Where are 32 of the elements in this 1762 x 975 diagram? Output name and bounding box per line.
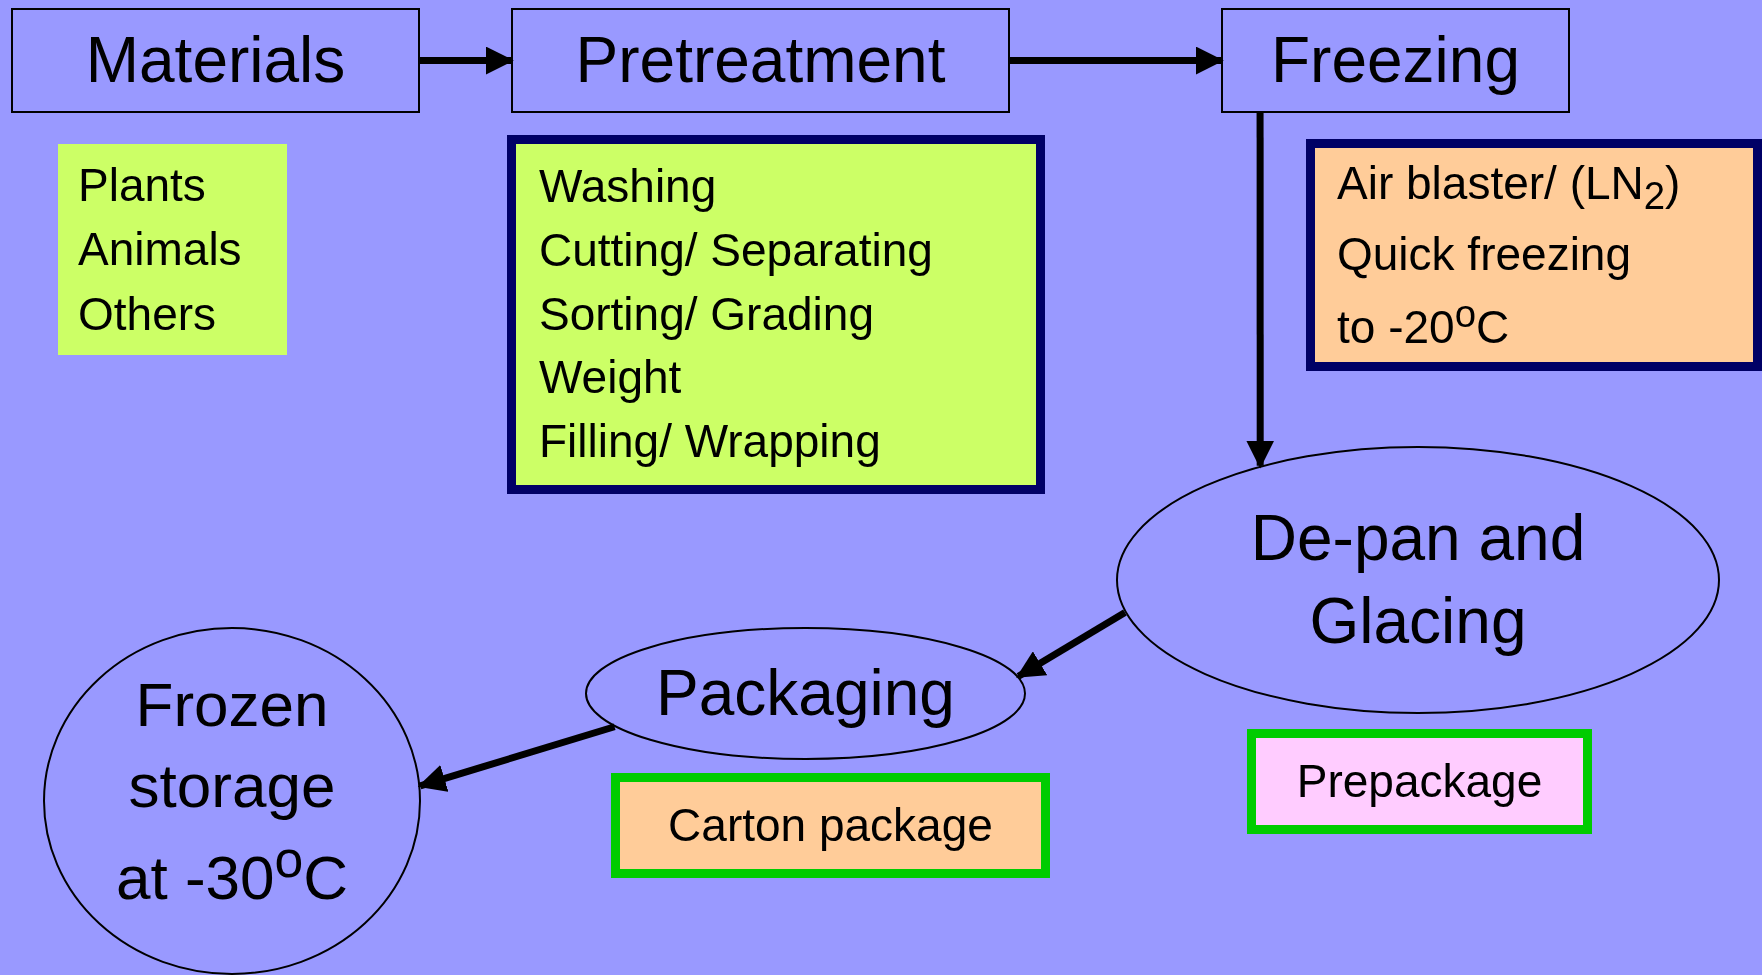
process-box: [11, 8, 420, 113]
node-label: Freezing: [1271, 23, 1520, 99]
process-ellipse: [585, 627, 1026, 760]
process-circle: [43, 627, 421, 975]
list-item: Others: [78, 286, 217, 342]
list-item: Quick freezing: [1337, 227, 1631, 283]
note-box: [1247, 729, 1592, 834]
node-label: Pretreatment: [575, 23, 946, 99]
list-item: Plants: [78, 157, 206, 213]
list-item: Cutting/ Separating: [539, 222, 933, 278]
list-item: Washing: [539, 158, 717, 214]
list-item: Sorting/ Grading: [539, 286, 874, 342]
list-item: to -20$^{o}$C: [1337, 290, 1510, 356]
node-label: De-pan and Glacing: [1249, 500, 1587, 659]
node-label: Carton package: [668, 797, 993, 853]
node-label: Frozen storage at -30$^{o}$C: [114, 669, 350, 915]
node-label: Prepackage: [1296, 753, 1543, 809]
note-box: [611, 773, 1050, 878]
process-box: [1221, 8, 1570, 113]
process-box: [511, 8, 1010, 113]
note-box: [1306, 139, 1762, 371]
list-item: Air blaster/ (LN$_{2}$): [1337, 155, 1681, 219]
list-item: Filling/ Wrapping: [539, 414, 881, 470]
node-label: Packaging: [656, 656, 955, 732]
process-ellipse: [1116, 446, 1720, 714]
list-box: [507, 135, 1045, 494]
list-item: Weight: [539, 350, 682, 406]
list-box: [58, 144, 287, 355]
arrow: [1016, 609, 1127, 680]
node-label: Materials: [85, 23, 346, 99]
arrow: [417, 723, 616, 792]
list-item: Animals: [78, 222, 242, 278]
